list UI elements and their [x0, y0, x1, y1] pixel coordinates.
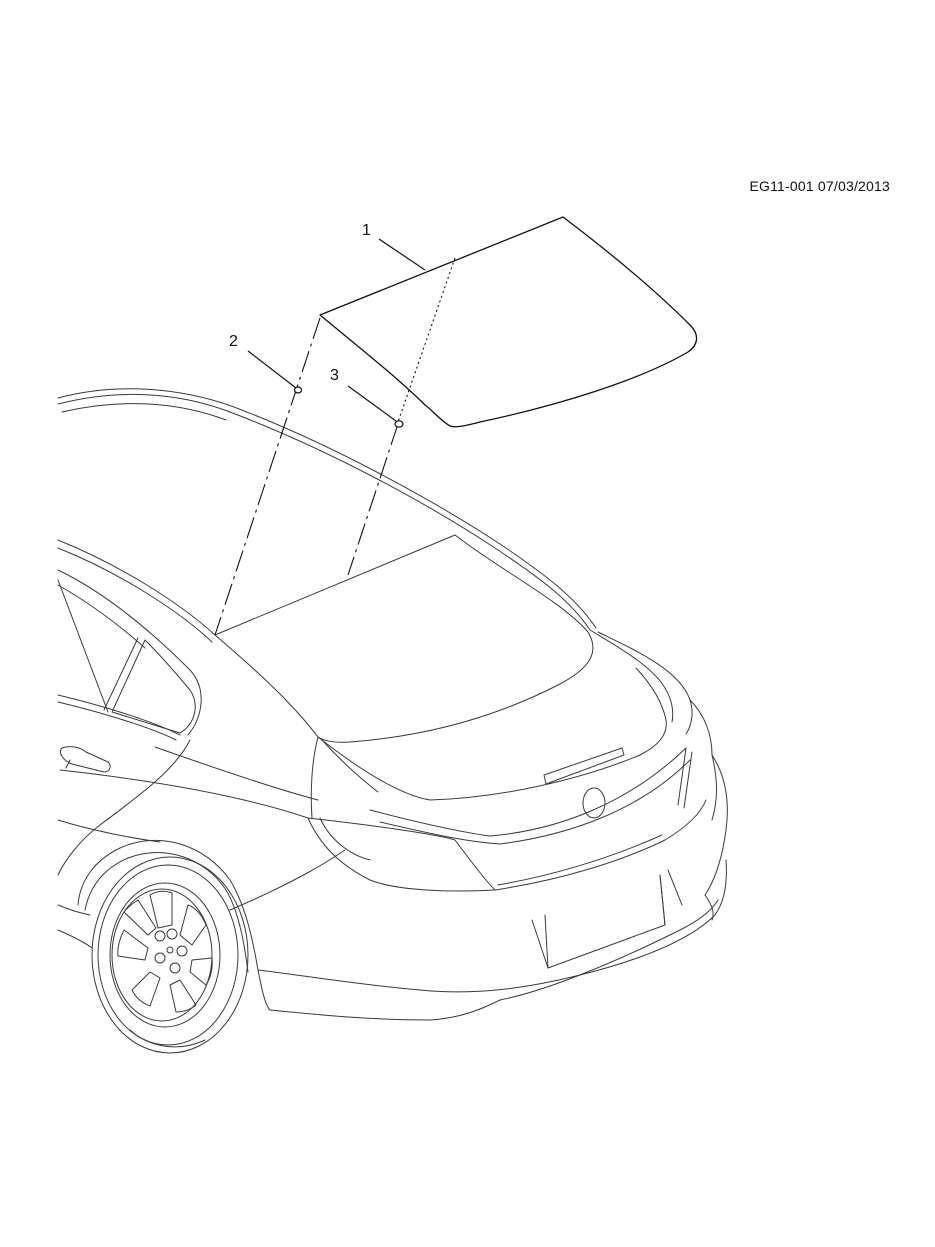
- spacer-marker: [394, 420, 404, 428]
- projection-lines: [214, 257, 456, 636]
- callout-number-1: 1: [362, 222, 371, 239]
- car-body: [57, 388, 728, 1021]
- callout-number-2: 2: [229, 333, 238, 350]
- callout-2: 2: [229, 333, 303, 394]
- callout-number-3: 3: [330, 367, 339, 384]
- callout-1: 1: [362, 222, 426, 271]
- retainer-clip-marker: [293, 386, 303, 394]
- rear-wheel: [91, 856, 249, 1054]
- drawing-reference: EG11-001 07/03/2013: [749, 178, 890, 194]
- rear-window-glass: [319, 216, 698, 428]
- callout-3: 3: [330, 367, 404, 428]
